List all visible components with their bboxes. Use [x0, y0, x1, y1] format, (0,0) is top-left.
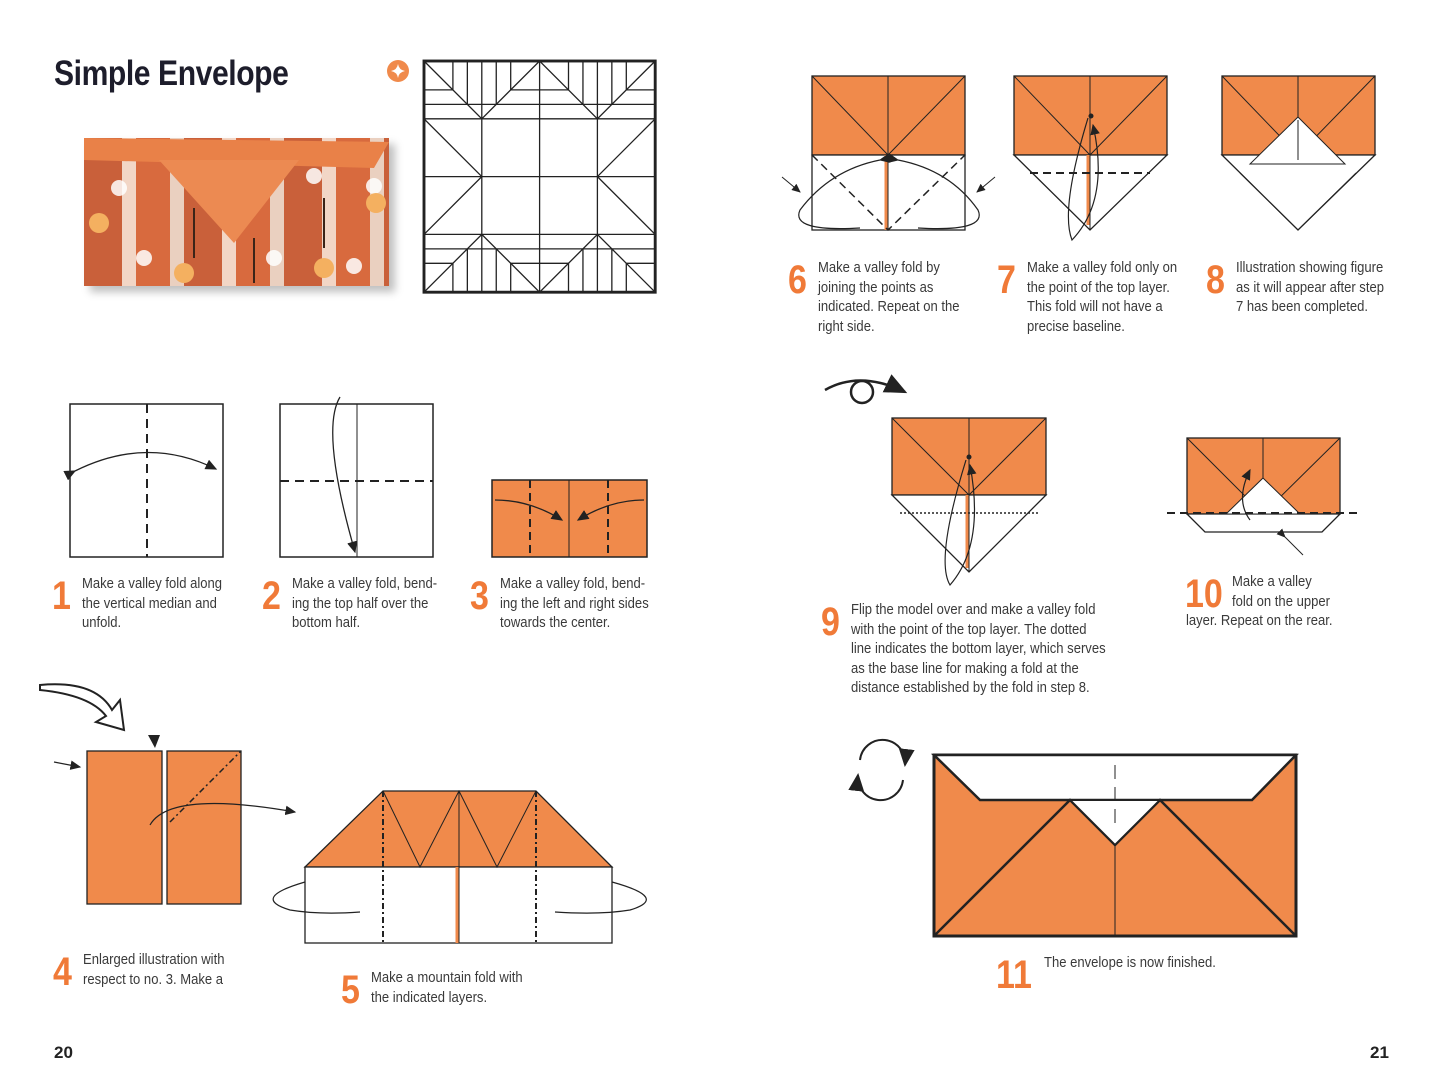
text-line: ing the left and right sides [500, 595, 649, 612]
text-line: as it will appear after step [1236, 279, 1384, 296]
step-9-diagram [824, 374, 1048, 587]
step-3-text: Make a valley fold, bend-ing the left an… [500, 575, 649, 634]
text-line: the indicated layers. [371, 989, 488, 1006]
step-8-diagram [1220, 75, 1377, 231]
step-7-text: Make a valley fold only on the point of t… [1027, 259, 1177, 337]
step-3-diagram [491, 479, 648, 558]
step-number-7: 7 [997, 258, 1016, 302]
text-line: bottom half. [292, 615, 361, 631]
step-number-10: 10 [1185, 572, 1223, 616]
text-line: Make a mountain fold with [371, 970, 523, 986]
text-line: Illustration showing figure [1236, 260, 1384, 276]
text-line: as the base line for making a fold at th… [851, 660, 1079, 677]
step-number-1: 1 [52, 574, 71, 618]
step-5-diagram [272, 789, 647, 944]
text-line: Make a valley [1232, 574, 1312, 590]
text-line: This fold will not have a [1027, 299, 1163, 315]
text-line: line indicates the bottom layer, which s… [851, 641, 1106, 657]
text-line: Make a valley fold only on [1027, 260, 1178, 276]
text-line: ing the top half over the [292, 595, 429, 612]
text-line: towards the center. [500, 615, 611, 631]
step-4-diagram [39, 683, 297, 905]
text-line: Make a valley fold, bend- [500, 576, 646, 592]
text-line: unfold. [82, 615, 122, 631]
page-title: Simple Envelope [54, 54, 289, 93]
step-9-text: Flip the model over and make a valley fo… [851, 601, 1106, 699]
crease-pattern [422, 59, 657, 294]
text-line: layer. Repeat on the rear. [1186, 613, 1333, 629]
text-line: the vertical median and [82, 595, 217, 612]
text-line: Make a valley fold, bend- [292, 576, 438, 592]
text-line: Make a valley fold along [82, 576, 223, 592]
step-2-diagram [279, 396, 434, 558]
step-6-diagram [781, 75, 996, 232]
step-11-text: The envelope is now finished. [1044, 954, 1216, 974]
step-10-diagram [1167, 437, 1360, 556]
text-line: 7 has been completed. [1236, 299, 1369, 315]
step-11-diagram [848, 738, 1299, 938]
step-10-text-cont: layer. Repeat on the rear. [1186, 612, 1333, 632]
text-line: right side. [818, 318, 875, 335]
step-number-4: 4 [53, 950, 72, 994]
text-line: Enlarged illustration with [83, 952, 225, 968]
step-7-diagram [1012, 75, 1169, 242]
step-5-text: Make a mountain fold with the indicated l… [371, 969, 523, 1008]
text-line: respect to no. 3. Make a [83, 971, 224, 988]
text-line: indicated. Repeat on the [818, 299, 960, 315]
step-number-5: 5 [341, 968, 360, 1012]
text-line: The envelope is now finished. [1044, 955, 1216, 971]
text-line: distance established by the fold in step… [851, 680, 1090, 696]
text-line: Flip the model over and make a valley fo… [851, 602, 1096, 618]
step-number-9: 9 [821, 600, 840, 644]
step-1-text: Make a valley fold along the vertical med… [82, 575, 222, 634]
text-line: fold on the upper [1232, 593, 1330, 610]
page-number-left: 20 [54, 1043, 73, 1062]
envelope-photo [84, 138, 389, 286]
step-6-text: Make a valley fold by joining the points … [818, 259, 959, 337]
step-10-text: Make a valley fold on the upper [1232, 573, 1330, 612]
step-2-text: Make a valley fold, bend-ing the top hal… [292, 575, 437, 634]
step-number-11: 11 [996, 953, 1032, 997]
text-line: joining the points as [818, 279, 934, 296]
step-1-diagram [63, 403, 224, 558]
step-number-6: 6 [788, 258, 807, 302]
text-line: precise baseline. [1027, 318, 1125, 335]
step-number-2: 2 [262, 574, 281, 618]
step-8-text: Illustration showing figure as it will ap… [1236, 259, 1384, 318]
page-number-right: 21 [1370, 1043, 1389, 1062]
text-line: with the point of the top layer. The dot… [851, 621, 1087, 638]
star-badge-icon [387, 60, 409, 82]
step-4-text: Enlarged illustration with respect to no.… [83, 951, 224, 990]
text-line: the point of the top layer. [1027, 279, 1170, 296]
text-line: Make a valley fold by [818, 260, 940, 276]
step-number-3: 3 [470, 574, 489, 618]
step-number-8: 8 [1206, 258, 1225, 302]
